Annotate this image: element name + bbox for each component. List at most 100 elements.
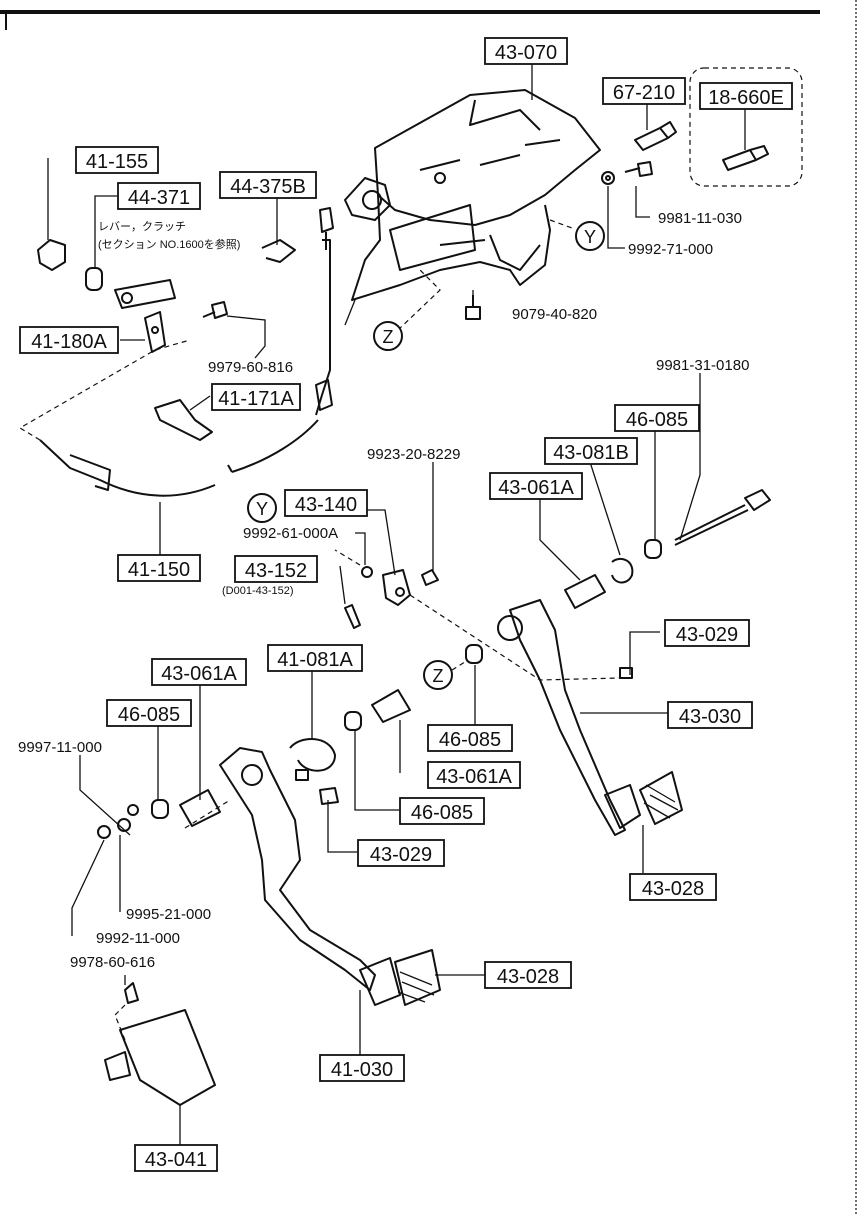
- pivot-bolt-drawing: [674, 489, 771, 546]
- part-number-9992-11-000: 9992-11-000: [96, 930, 180, 947]
- label-43-061a-top: 43-061A: [489, 472, 583, 500]
- middle-bushing-set-drawing: [289, 644, 483, 805]
- svg-text:43-030: 43-030: [679, 706, 741, 728]
- label-43-061a-left: 43-061A: [151, 658, 247, 686]
- marker-y-upper: Y: [575, 221, 605, 251]
- svg-text:Y: Y: [584, 227, 596, 247]
- note-lever-clutch: レバー，クラッチ: [98, 220, 186, 233]
- marker-z-lower: Z: [423, 660, 453, 690]
- svg-text:46-085: 46-085: [439, 729, 501, 751]
- label-44-371: 44-371: [117, 182, 201, 210]
- svg-text:43-061A: 43-061A: [498, 477, 574, 499]
- pedal-bracket-drawing: [344, 89, 601, 326]
- label-41-180a: 41-180A: [19, 326, 119, 354]
- spring-clip-drawing: [344, 604, 361, 629]
- label-44-375b: 44-375B: [219, 171, 317, 199]
- label-41-081a: 41-081A: [267, 644, 363, 672]
- label-46-085-mid: 46-085: [427, 724, 513, 752]
- part-number-9079-40-820: 9079-40-820: [512, 306, 597, 323]
- label-46-085-left: 46-085: [106, 699, 192, 727]
- svg-text:43-081B: 43-081B: [553, 442, 629, 464]
- svg-text:46-085: 46-085: [626, 409, 688, 431]
- label-67-210: 67-210: [602, 77, 686, 105]
- left-bushing-set-drawing: [97, 789, 221, 839]
- part-number-9992-61-000a: 9992-61-000A: [243, 525, 338, 542]
- bushing-drawing: [85, 267, 103, 291]
- label-43-081b: 43-081B: [544, 437, 638, 465]
- label-41-171a: 41-171A: [211, 383, 301, 411]
- svg-text:43-070: 43-070: [495, 42, 557, 64]
- label-43-152: 43-152: [234, 555, 318, 583]
- part-number-9978-60-616: 9978-60-616: [70, 954, 155, 971]
- label-43-029-right: 43-029: [664, 619, 750, 647]
- svg-text:46-085: 46-085: [118, 704, 180, 726]
- cable-bracket-drawing: [144, 311, 166, 353]
- lever-clutch-drawing: [114, 279, 176, 309]
- label-46-085-low: 46-085: [399, 797, 485, 825]
- svg-text:44-375B: 44-375B: [230, 176, 306, 198]
- reference-dashed-lines: [114, 219, 621, 1041]
- svg-text:41-171A: 41-171A: [218, 388, 294, 410]
- svg-text:43-029: 43-029: [676, 624, 738, 646]
- part-number-9981-11-030: 9981-11-030: [658, 210, 742, 227]
- right-bushing-set-drawing: [564, 539, 662, 609]
- part-number-9995-21-000: 9995-21-000: [126, 906, 211, 923]
- clutch-switch-drawing: [689, 67, 803, 187]
- part-number-9923-20-8229: 9923-20-8229: [367, 446, 460, 463]
- label-18-660e: 18-660E: [699, 82, 793, 110]
- note-d001: (D001-43-152): [222, 585, 294, 597]
- stop-lamp-switch-drawing: [634, 121, 677, 151]
- part-number-9997-11-000: 9997-11-000: [18, 739, 102, 756]
- svg-text:Y: Y: [256, 499, 268, 519]
- label-46-085-top: 46-085: [614, 404, 700, 432]
- label-43-070: 43-070: [484, 37, 568, 65]
- svg-text:67-210: 67-210: [613, 82, 675, 104]
- svg-text:43-140: 43-140: [295, 494, 357, 516]
- svg-text:43-028: 43-028: [497, 966, 559, 988]
- label-43-028-right: 43-028: [629, 873, 717, 901]
- svg-text:41-150: 41-150: [128, 559, 190, 581]
- svg-text:43-041: 43-041: [145, 1149, 207, 1171]
- svg-text:41-180A: 41-180A: [31, 331, 107, 353]
- pedal-pad-drawing: [104, 982, 216, 1106]
- part-number-9992-71-000: 9992-71-000: [628, 241, 713, 258]
- label-43-028-left: 43-028: [484, 961, 572, 989]
- svg-text:46-085: 46-085: [411, 802, 473, 824]
- clutch-cable-drawing: [18, 207, 334, 497]
- svg-text:41-155: 41-155: [86, 151, 148, 173]
- marker-y-lower: Y: [247, 493, 277, 523]
- svg-text:43-028: 43-028: [642, 878, 704, 900]
- label-43-140: 43-140: [284, 489, 368, 517]
- part-number-9981-31-0180: 9981-31-0180: [656, 357, 749, 374]
- pivot-bracket-drawing: [361, 566, 439, 606]
- svg-text:Z: Z: [433, 666, 444, 686]
- bolt-and-washer-drawing: [601, 161, 653, 185]
- label-41-150: 41-150: [117, 554, 201, 582]
- clip-drawing: [37, 239, 66, 271]
- note-section-reference: (セクション NO.1600を参照): [98, 237, 240, 251]
- svg-text:Z: Z: [383, 327, 394, 347]
- brake-pedal-drawing: [219, 747, 441, 1006]
- svg-text:44-371: 44-371: [128, 187, 190, 209]
- marker-z-upper: Z: [373, 321, 403, 351]
- label-41-155: 41-155: [75, 146, 159, 174]
- svg-text:43-029: 43-029: [370, 844, 432, 866]
- svg-text:41-030: 41-030: [331, 1059, 393, 1081]
- svg-text:43-061A: 43-061A: [161, 663, 237, 685]
- label-41-030: 41-030: [319, 1054, 405, 1082]
- bolt-9979-drawing: [202, 301, 228, 319]
- label-43-030: 43-030: [667, 701, 753, 729]
- label-43-061a-mid: 43-061A: [427, 761, 521, 789]
- part-number-9979-60-816: 9979-60-816: [208, 359, 293, 376]
- label-43-029-left: 43-029: [357, 839, 445, 867]
- label-43-041: 43-041: [134, 1144, 218, 1172]
- cable-clip-drawing: [154, 399, 213, 441]
- clutch-pedal-drawing: [497, 599, 683, 836]
- svg-text:41-081A: 41-081A: [277, 649, 353, 671]
- svg-text:18-660E: 18-660E: [708, 87, 784, 109]
- retaining-clip-drawing: [261, 239, 296, 263]
- svg-text:43-061A: 43-061A: [436, 766, 512, 788]
- svg-text:43-152: 43-152: [245, 560, 307, 582]
